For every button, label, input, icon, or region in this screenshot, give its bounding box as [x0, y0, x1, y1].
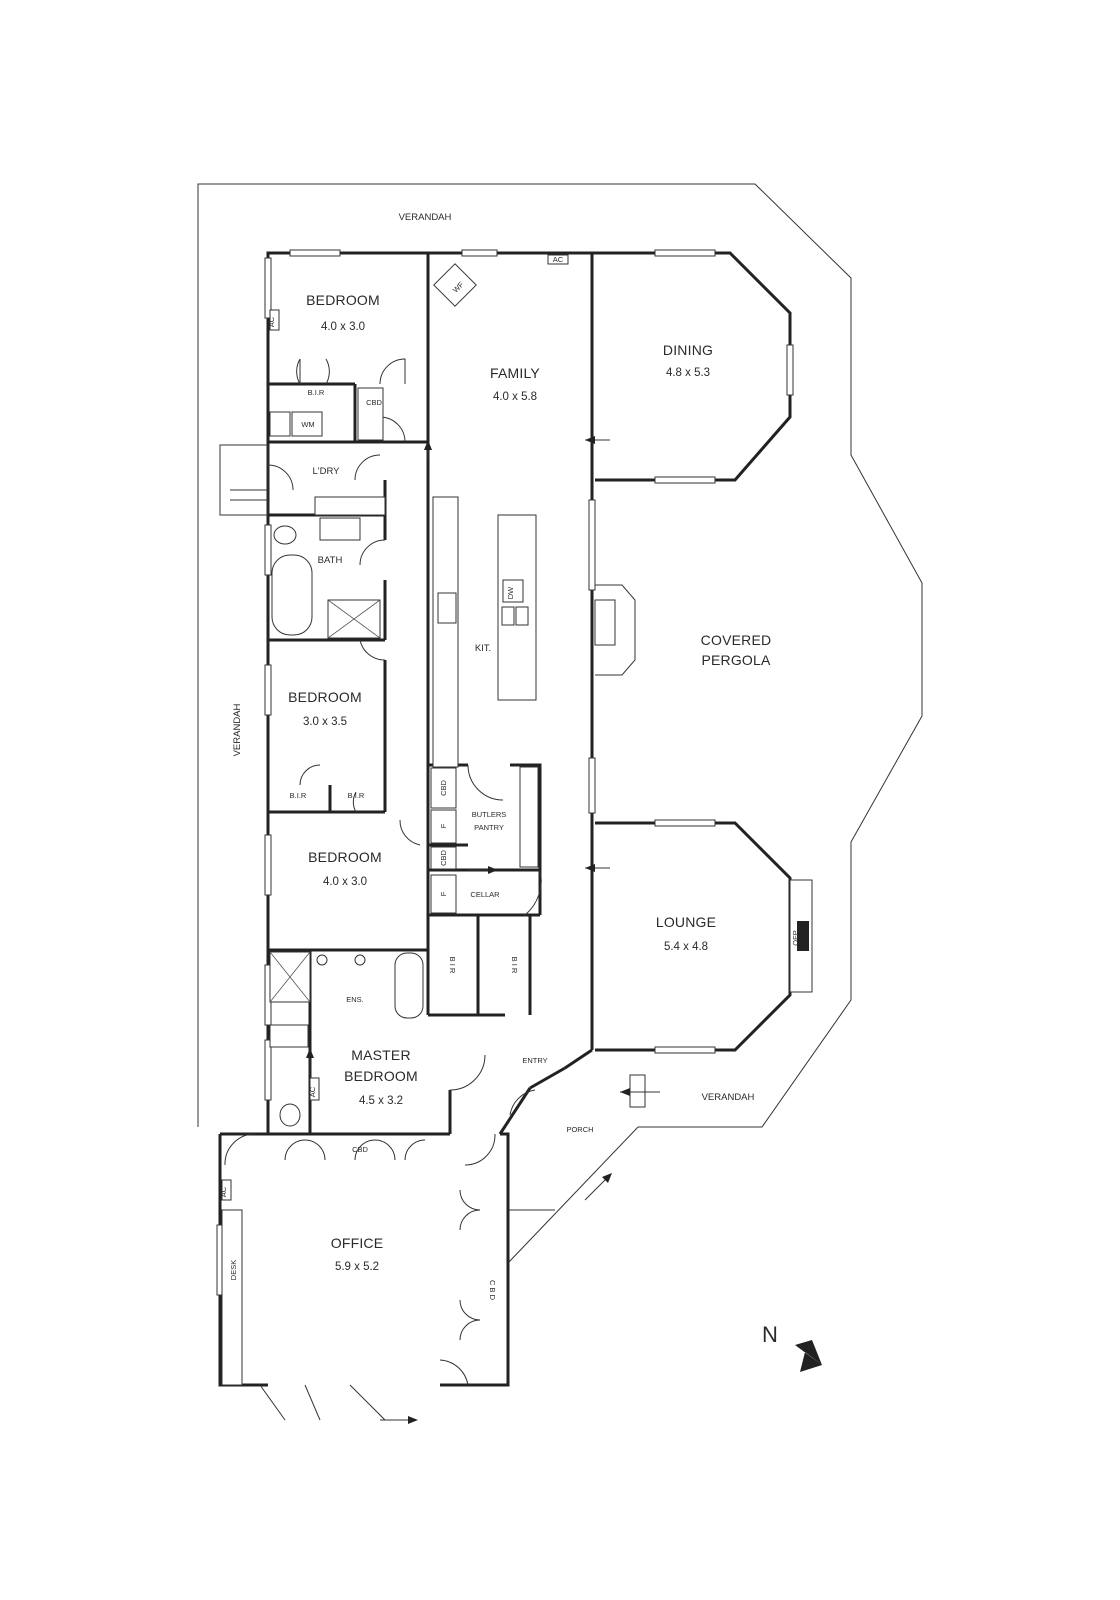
- label-verandah-right: VERANDAH: [702, 1092, 755, 1103]
- label-f-1: F: [439, 823, 448, 828]
- ac-unit-icon: [269, 309, 280, 331]
- kitchen-bench: [432, 496, 459, 768]
- label-cbd-pantry: CBD: [439, 780, 448, 796]
- label-bir-ens-1: B I R: [448, 957, 457, 974]
- label-cellar: CELLAR: [470, 890, 500, 899]
- toilet-icon: [273, 525, 297, 545]
- room-master-name-1: MASTER: [351, 1047, 411, 1063]
- room-family-dims: 4.0 x 5.8: [493, 391, 537, 403]
- room-family-name: FAMILY: [490, 365, 540, 381]
- room-bedroom-1-dims: 4.0 x 3.0: [321, 321, 365, 333]
- room-pergola-name-1: COVERED: [701, 632, 772, 648]
- arrows: [306, 436, 660, 1424]
- label-verandah-top: VERANDAH: [399, 212, 452, 223]
- label-entry: ENTRY: [522, 1056, 547, 1065]
- room-lounge-name: LOUNGE: [656, 914, 716, 930]
- bathtub-icon: [394, 952, 424, 1019]
- label-kitchen: KIT.: [475, 643, 491, 654]
- sink-icon: [501, 606, 515, 626]
- label-desk: DESK: [229, 1260, 238, 1280]
- label-verandah-left: VERANDAH: [232, 703, 243, 756]
- label-ofp: OFP: [791, 930, 800, 945]
- basin-icon: [354, 954, 366, 966]
- cooktop-icon: [437, 592, 457, 624]
- vanity-icon: [319, 517, 361, 541]
- label-ac-3: AC: [308, 1086, 317, 1097]
- ac-unit-icon: [547, 254, 569, 265]
- vanity-icon: [269, 1024, 309, 1048]
- room-labels: VERANDAH BEDROOM 4.0 x 3.0 FAMILY 4.0 x …: [219, 212, 800, 1301]
- label-porch: PORCH: [566, 1125, 593, 1134]
- compass-arrow-icon: [795, 1340, 822, 1372]
- dishwasher-icon: [502, 579, 524, 603]
- ac-unit-icon: [221, 1179, 232, 1201]
- fixtures: [219, 254, 646, 1386]
- washing-machine-icon: [291, 411, 323, 437]
- room-lounge-dims: 5.4 x 4.8: [664, 941, 708, 953]
- room-master-name-2: BEDROOM: [344, 1068, 418, 1084]
- verandah-outline: [197, 183, 923, 1264]
- room-bedroom-2-name: BEDROOM: [288, 689, 362, 705]
- room-dining-dims: 4.8 x 5.3: [666, 367, 710, 379]
- doors: [224, 358, 542, 1421]
- room-pergola-name-2: PERGOLA: [701, 652, 771, 668]
- compass-label: N: [762, 1322, 778, 1347]
- label-bir-bed1: B.I.R: [308, 388, 325, 397]
- windows: [216, 249, 794, 1296]
- label-cbd-bed1: CBD: [366, 398, 382, 407]
- label-ensuite: ENS.: [346, 995, 364, 1004]
- label-ac-1: AC: [267, 316, 276, 327]
- label-bath: BATH: [318, 555, 343, 566]
- label-f-2: F: [439, 891, 448, 896]
- sink-icon: [515, 606, 529, 626]
- ac-unit-icon: [309, 1077, 320, 1101]
- label-cbd-office-side: C B D: [488, 1280, 497, 1301]
- tub-icon: [269, 411, 291, 437]
- label-butlers-1: BUTLERS: [472, 810, 507, 819]
- room-office-name: OFFICE: [331, 1235, 384, 1251]
- label-butlers-2: PANTRY: [474, 823, 504, 832]
- label-dw: DW: [506, 586, 515, 599]
- room-master-dims: 4.5 x 3.2: [359, 1095, 403, 1107]
- room-bedroom-1-name: BEDROOM: [306, 292, 380, 308]
- label-ac-2: AC: [553, 255, 564, 264]
- room-dining-name: DINING: [663, 342, 713, 358]
- room-bedroom-3-dims: 4.0 x 3.0: [323, 876, 367, 888]
- toilet-icon: [279, 1103, 301, 1127]
- basin-icon: [316, 954, 328, 966]
- wood-fire-icon: [433, 263, 477, 307]
- label-bir-bed2: B.I.R: [290, 791, 307, 800]
- room-bedroom-3-name: BEDROOM: [308, 849, 382, 865]
- label-cbd-office-top: CBD: [352, 1145, 368, 1154]
- label-ac-4: AC: [219, 1186, 228, 1197]
- label-bir-bed3: B.I.R: [348, 791, 365, 800]
- bathtub-icon: [271, 554, 313, 636]
- room-bedroom-2-dims: 3.0 x 3.5: [303, 716, 347, 728]
- label-bir-ens-2: B I R: [510, 957, 519, 974]
- room-office-dims: 5.9 x 5.2: [335, 1261, 379, 1273]
- label-laundry: L'DRY: [313, 466, 341, 477]
- compass: N: [762, 1322, 822, 1372]
- label-wm: WM: [301, 420, 314, 429]
- label-cbd-2: CBD: [439, 850, 448, 866]
